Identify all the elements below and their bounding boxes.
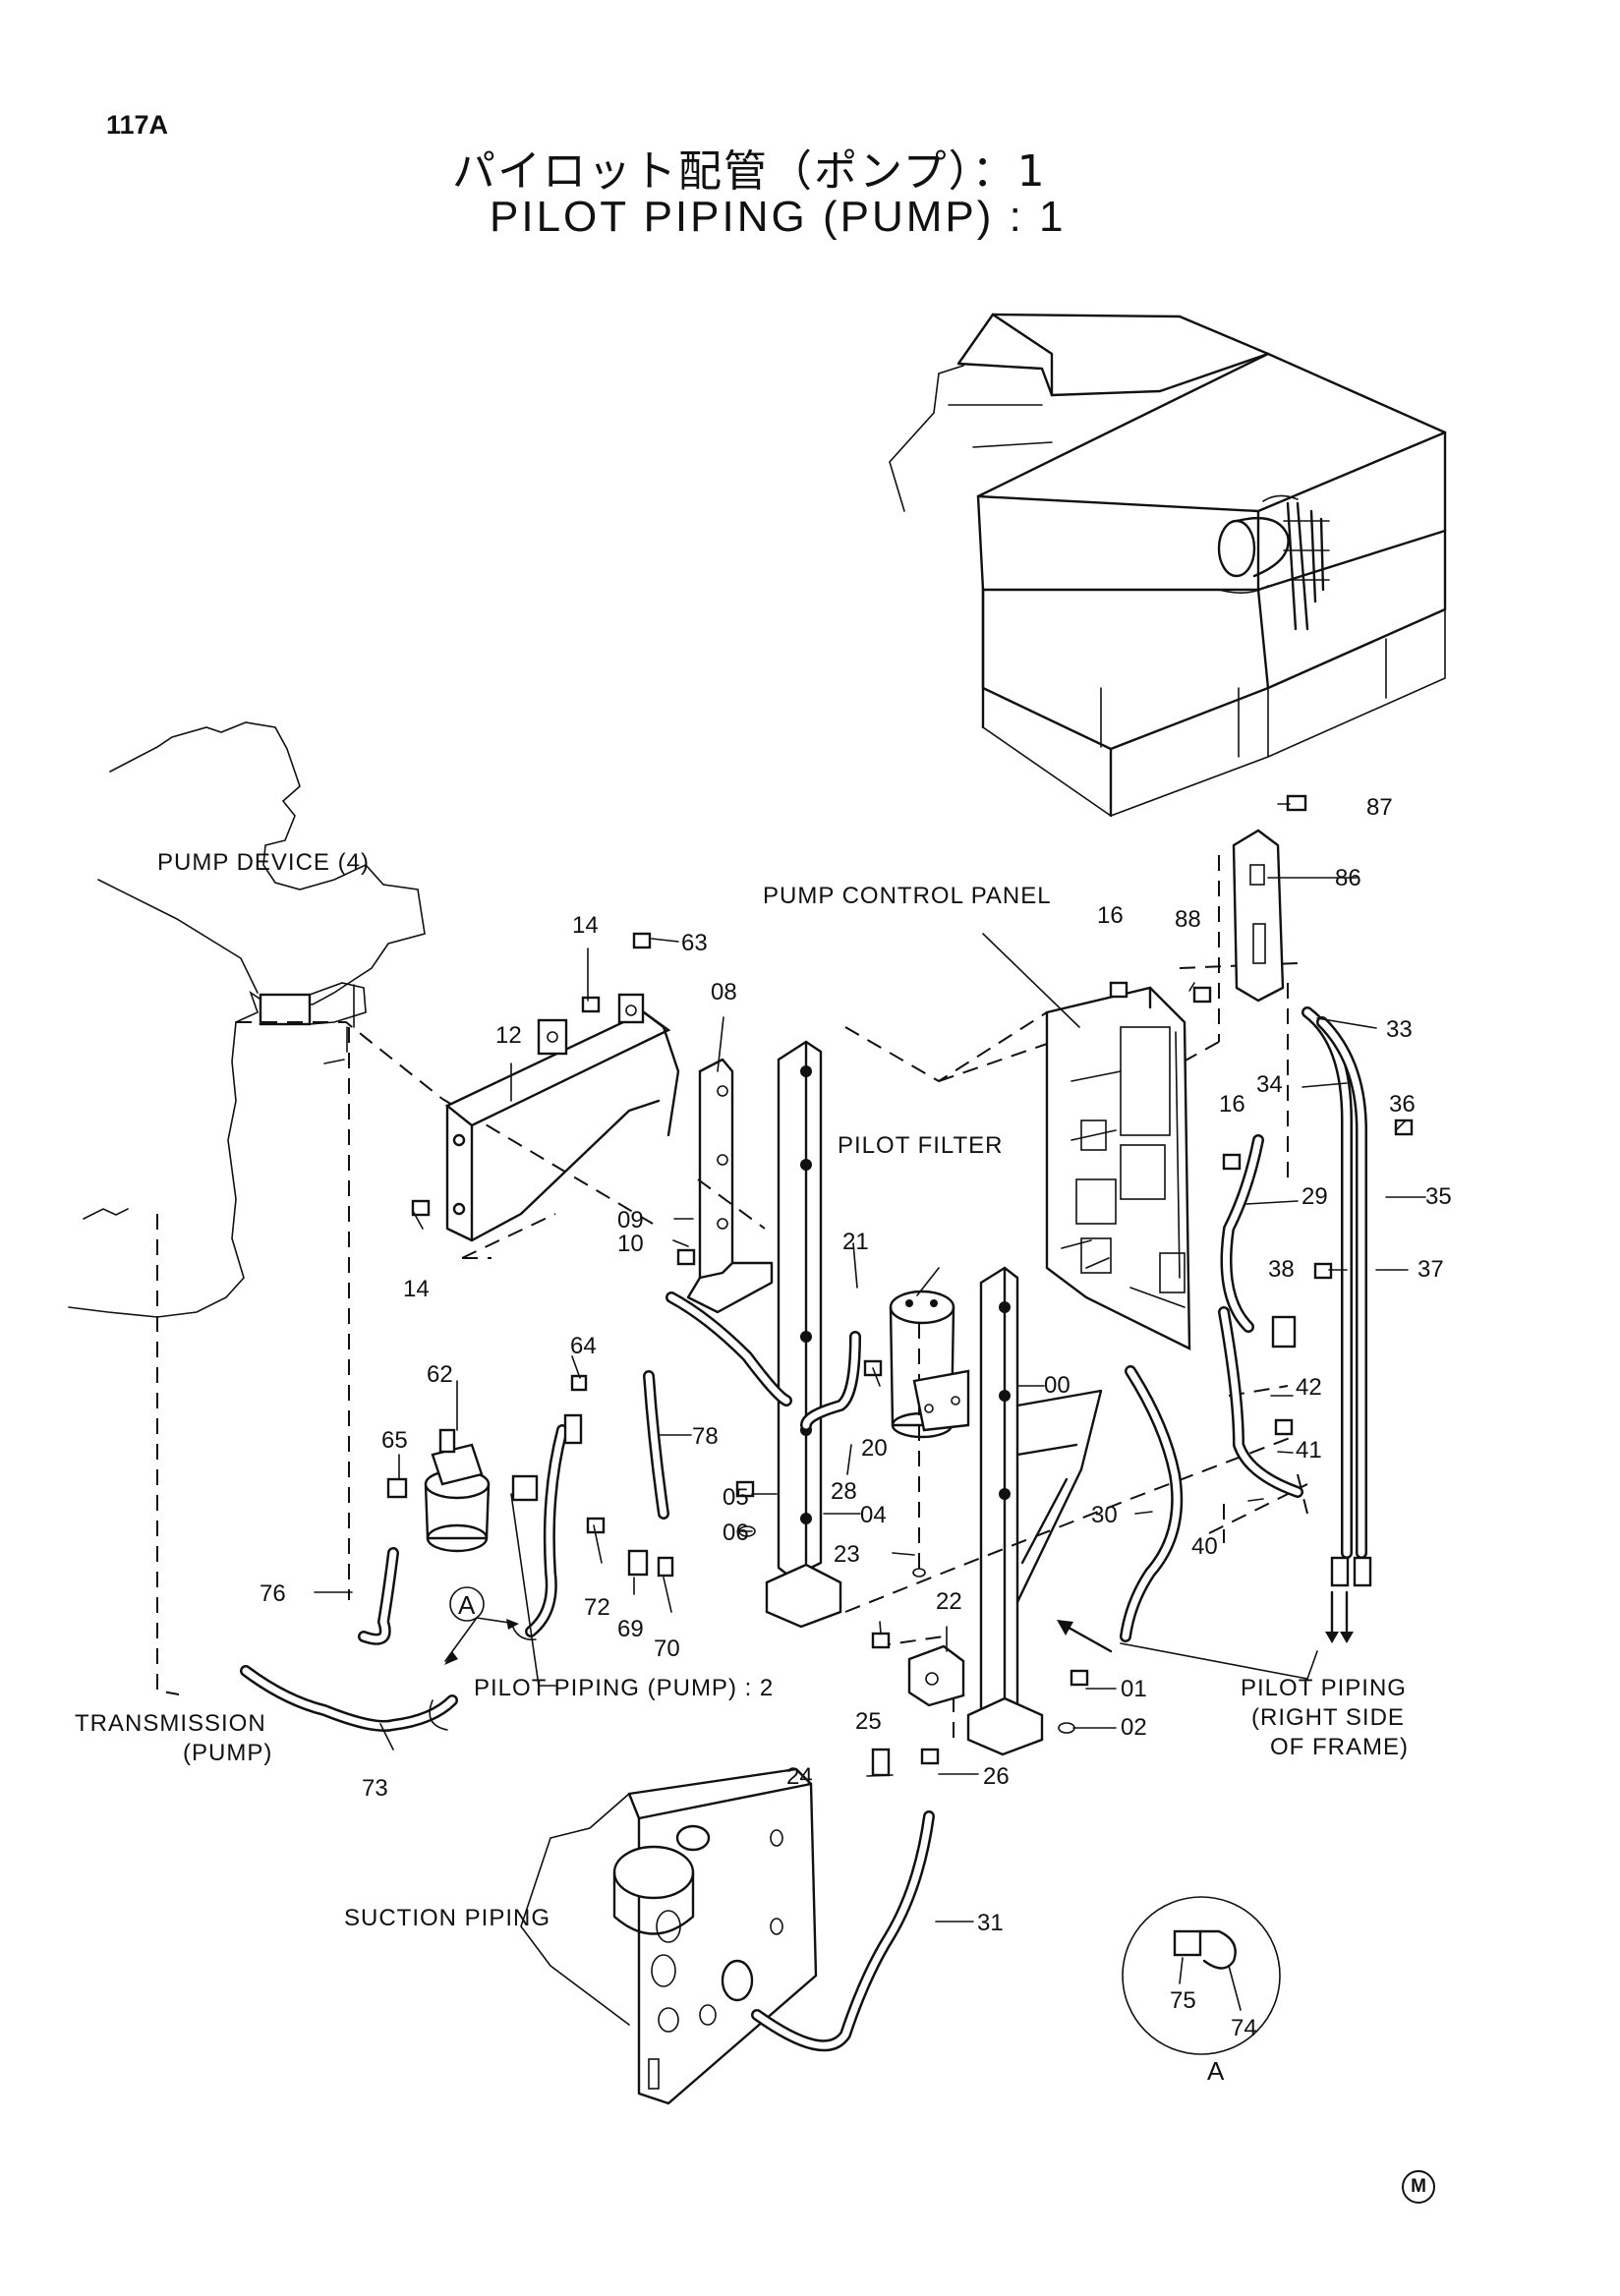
part-number-02: 02 <box>1121 1714 1147 1741</box>
bracket-08 <box>686 1058 774 1314</box>
right-side-label-line2: (RIGHT SIDE <box>1251 1704 1405 1731</box>
part-number-25: 25 <box>855 1708 882 1735</box>
part-number-73: 73 <box>362 1775 388 1802</box>
pump-device-label: PUMP DEVICE (4) <box>157 849 370 876</box>
part-number-23: 23 <box>834 1541 860 1568</box>
part-number-69: 69 <box>617 1616 644 1642</box>
part-number-64: 64 <box>570 1333 597 1359</box>
part-number-86: 86 <box>1335 865 1361 891</box>
part-number-36: 36 <box>1389 1091 1416 1118</box>
suction-piping-label: SUCTION PIPING <box>344 1905 551 1931</box>
part-number-75: 75 <box>1170 1987 1196 2014</box>
manufacturer-mark: M <box>1402 2170 1435 2204</box>
part-number-16-top: 16 <box>1097 902 1124 929</box>
suction-piping-tank <box>520 1767 818 2105</box>
pump-device-outline <box>68 721 426 1318</box>
part-number-14-bottom: 14 <box>403 1276 430 1302</box>
page-title-english: PILOT PIPING (PUMP) : 1 <box>490 193 1067 241</box>
part-number-74: 74 <box>1231 2015 1257 2041</box>
part-number-00: 00 <box>1044 1372 1070 1399</box>
part-number-20: 20 <box>861 1435 888 1462</box>
part-number-26: 26 <box>983 1763 1010 1790</box>
part-number-87: 87 <box>1366 794 1393 821</box>
part-number-22: 22 <box>936 1588 962 1615</box>
pilot-filter-label: PILOT FILTER <box>838 1132 1004 1159</box>
part-number-38: 38 <box>1268 1256 1295 1283</box>
part-number-01: 01 <box>1121 1676 1147 1702</box>
part-number-24: 24 <box>786 1763 813 1790</box>
part-number-28: 28 <box>831 1478 857 1505</box>
part-number-42: 42 <box>1296 1374 1322 1401</box>
fittings-and-bolts <box>386 794 1414 1777</box>
part-number-08: 08 <box>711 979 737 1005</box>
pump-control-panel-label: PUMP CONTROL PANEL <box>763 883 1052 909</box>
part-number-65: 65 <box>381 1427 408 1454</box>
part-number-06: 06 <box>723 1520 749 1546</box>
part-number-76: 76 <box>260 1580 286 1607</box>
transmission-label: TRANSMISSION <box>75 1710 266 1737</box>
part-number-34: 34 <box>1256 1071 1283 1098</box>
part-number-40: 40 <box>1191 1533 1218 1560</box>
column-00 <box>966 1266 1103 1756</box>
detail-view-a <box>444 1586 1281 2074</box>
view-a-callout-letter: A <box>458 1590 476 1620</box>
filter-62 <box>424 1428 491 1553</box>
page-code: 117A <box>106 110 169 140</box>
part-number-10: 10 <box>617 1231 644 1257</box>
part-number-16-mid: 16 <box>1219 1091 1245 1118</box>
part-number-70: 70 <box>654 1636 680 1662</box>
part-number-88: 88 <box>1175 906 1201 933</box>
part-number-05: 05 <box>723 1484 749 1511</box>
right-side-label-line3: OF FRAME) <box>1270 1734 1409 1760</box>
part-number-33: 33 <box>1386 1016 1413 1043</box>
part-number-12: 12 <box>495 1022 522 1049</box>
transmission-pump-label: (PUMP) <box>183 1740 273 1766</box>
column-04 <box>765 1040 842 1629</box>
bracket-12 <box>444 993 680 1242</box>
page-title-japanese: パイロット配管（ポンプ）：1 <box>452 146 1047 197</box>
leader-lines <box>314 803 1426 1923</box>
part-number-72: 72 <box>584 1594 610 1621</box>
detail-a-letter: A <box>1207 2056 1225 2086</box>
part-number-63: 63 <box>681 930 708 956</box>
right-side-label-line1: PILOT PIPING <box>1241 1675 1407 1701</box>
part-number-29: 29 <box>1302 1183 1328 1210</box>
direction-arrows <box>1057 1590 1354 1653</box>
pump-control-panel <box>1045 986 1191 1350</box>
pilot-piping-pump-2-label: PILOT PIPING (PUMP) : 2 <box>474 1675 775 1701</box>
block-22 <box>907 1644 965 1707</box>
part-number-62: 62 <box>427 1361 453 1388</box>
part-number-04: 04 <box>860 1502 887 1528</box>
part-number-21: 21 <box>842 1229 869 1255</box>
part-number-31: 31 <box>977 1910 1004 1936</box>
part-number-30: 30 <box>1091 1502 1118 1528</box>
part-number-35: 35 <box>1425 1183 1452 1210</box>
part-number-14-top: 14 <box>572 912 599 939</box>
hose-lines <box>240 1006 1367 2052</box>
bracket-86 <box>1232 829 1285 1003</box>
part-number-09: 09 <box>617 1207 644 1234</box>
part-number-41: 41 <box>1296 1437 1322 1464</box>
machine-body-illustration <box>889 313 1447 818</box>
part-number-37: 37 <box>1418 1256 1444 1283</box>
pilot-filter <box>889 1290 970 1578</box>
part-number-78: 78 <box>692 1423 719 1450</box>
